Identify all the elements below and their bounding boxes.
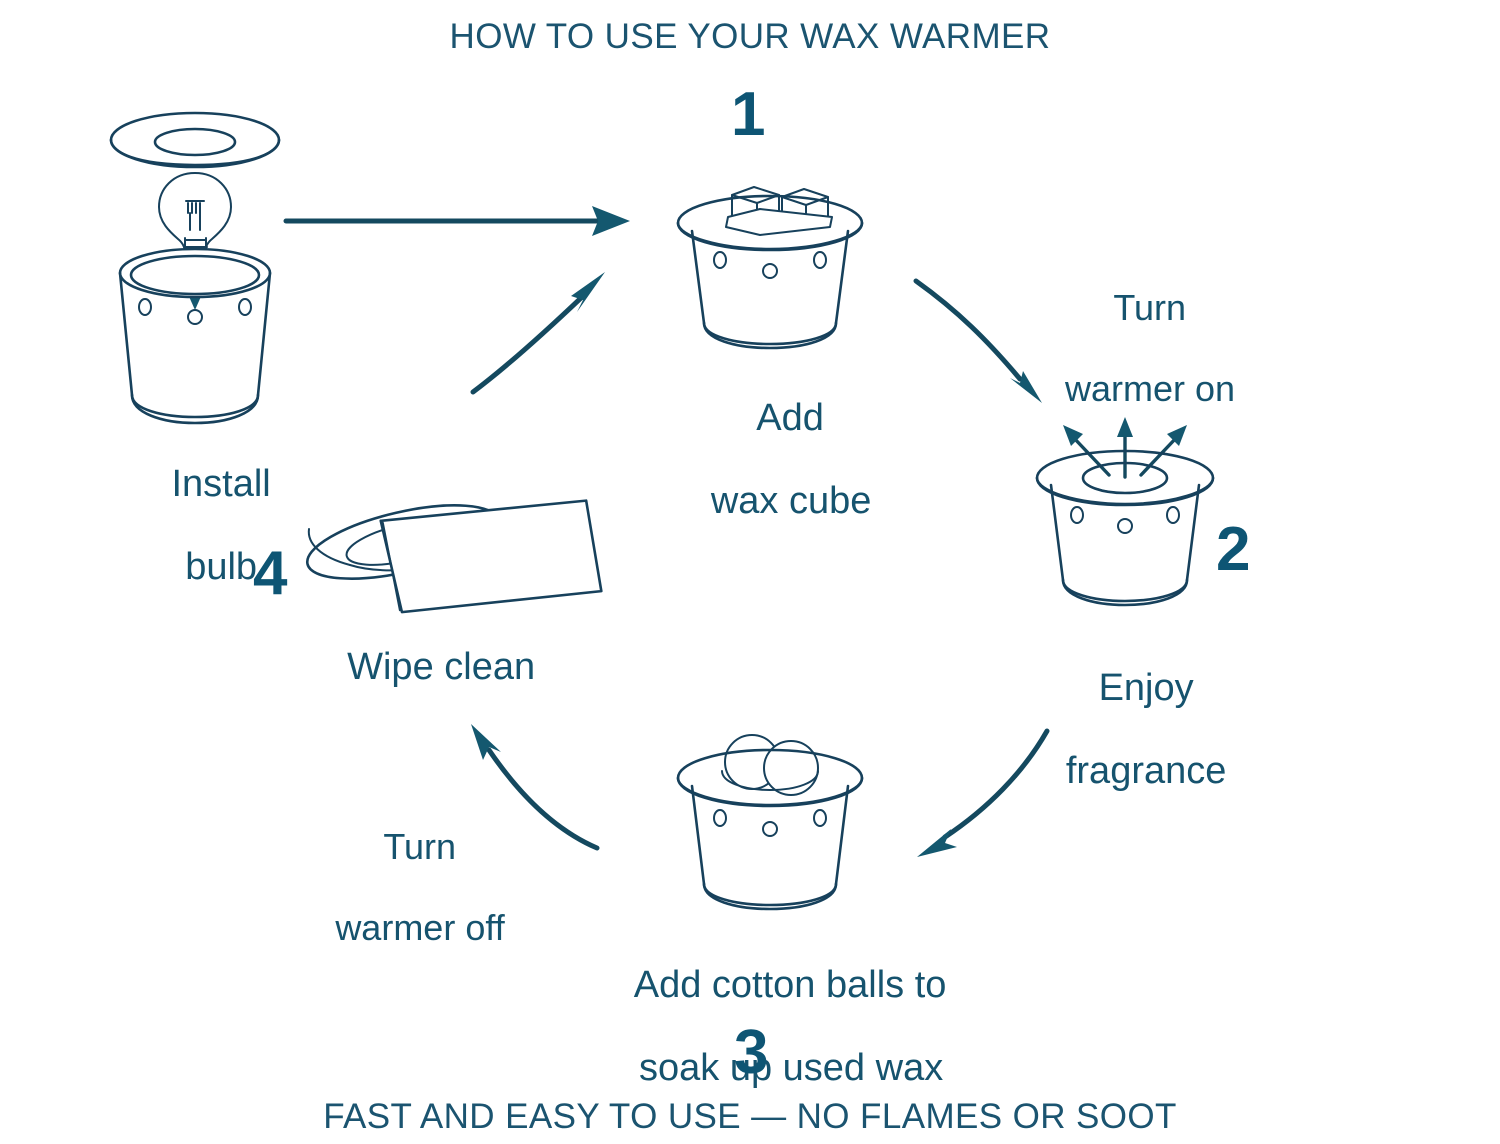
connector-install-to-step1-arrow — [283, 206, 630, 236]
install-bulb-caption: Install bulb — [60, 422, 340, 631]
step-2-caption-line2: fragrance — [1065, 750, 1227, 793]
connector-step3-to-step4-arrow — [471, 724, 600, 851]
connector-step1-to-step2-arrow — [913, 278, 1042, 403]
step-2-illustration — [1035, 417, 1215, 607]
install-bulb-caption-line2: bulb — [185, 546, 258, 589]
step-3-caption-line2: soak up used wax — [639, 1047, 944, 1090]
footer-tagline: FAST AND EASY TO USE — NO FLAMES OR SOOT — [323, 1097, 1177, 1136]
install-bulb-caption-line1: Install — [171, 462, 271, 505]
connector-step2-to-step3-arrow — [917, 728, 1050, 857]
connector-turn-warmer-on-line1: Turn — [1113, 287, 1187, 329]
step-1-caption-line1: Add — [756, 396, 824, 439]
step-2-caption: Enjoy fragrance — [985, 626, 1265, 835]
step-1-number: 1 — [731, 80, 766, 149]
connector-turn-warmer-off-line1: Turn — [383, 826, 457, 868]
connector-turn-warmer-on-line2: warmer on — [1064, 367, 1236, 409]
connector-turn-warmer-off-line2: warmer off — [335, 906, 505, 948]
step-3-number: 3 — [734, 1018, 769, 1087]
page-title: HOW TO USE YOUR WAX WARMER — [449, 17, 1051, 56]
step-1-illustration — [676, 186, 864, 350]
step-4-caption: Wipe clean — [250, 605, 590, 730]
step-3-caption-line1: Add cotton balls to — [633, 963, 947, 1006]
step-1-caption: Add wax cube — [615, 356, 925, 565]
connector-turn-warmer-on-label: Turn warmer on — [1000, 248, 1260, 450]
step-4-caption-line1: Wipe clean — [347, 645, 536, 688]
connector-turn-warmer-off-label: Turn warmer off — [280, 787, 520, 989]
step-3-illustration — [676, 734, 864, 911]
step-1-caption-line2: wax cube — [710, 480, 872, 523]
step-2-number: 2 — [1216, 515, 1251, 584]
step-3-caption: Add cotton balls to soak up used wax — [500, 923, 1040, 1132]
step-4-number: 4 — [253, 539, 288, 608]
step-2-caption-line1: Enjoy — [1098, 666, 1194, 709]
connector-step4-to-step1-arrow — [470, 272, 605, 395]
install-bulb-illustration — [109, 111, 281, 425]
step-4-illustration — [305, 499, 603, 614]
